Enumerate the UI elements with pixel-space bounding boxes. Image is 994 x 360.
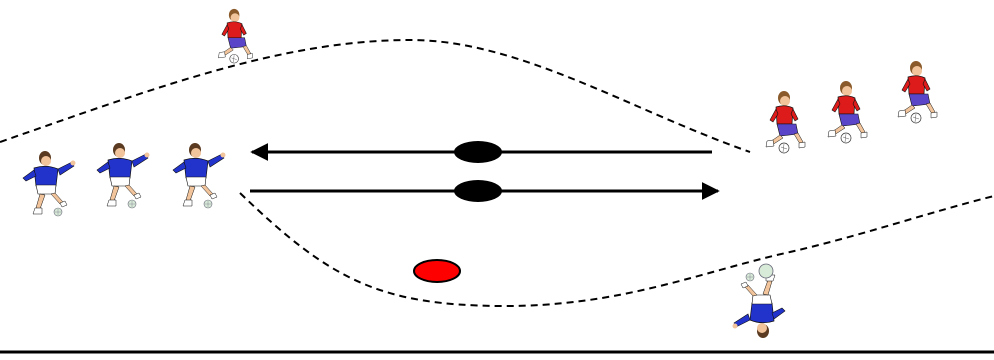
soccer-player-blue-icon <box>23 151 76 216</box>
soccer-player-red-icon <box>828 81 867 143</box>
soccer-player-blue-icon <box>173 143 226 208</box>
soccer-player-red-icon <box>218 9 252 63</box>
soccer-player-blue-icon <box>97 143 150 208</box>
soccer-player-blue-icon <box>733 273 786 338</box>
soccer-player-red-icon <box>766 91 805 153</box>
cone-red <box>414 260 460 282</box>
soccer-player-red-icon <box>898 61 937 123</box>
ball-icon <box>759 264 773 278</box>
cone-black-lower <box>454 180 502 202</box>
cone-black-upper <box>454 141 502 163</box>
dashed-run-path-bottom <box>240 193 994 306</box>
dashed-run-path-top <box>0 40 750 152</box>
